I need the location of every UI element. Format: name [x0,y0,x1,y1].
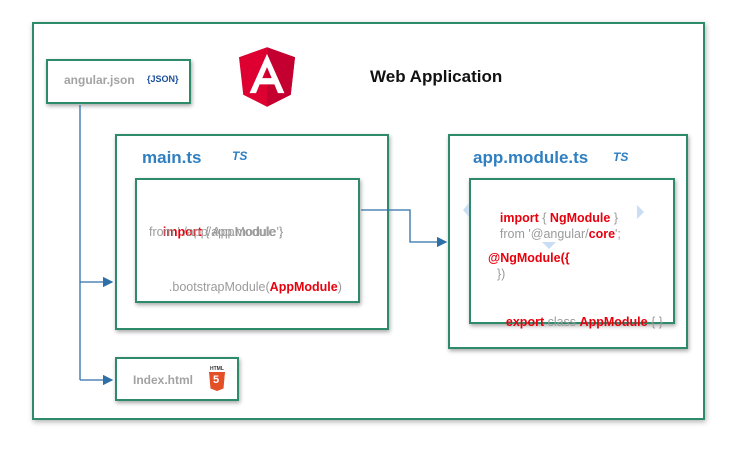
main-ts-from-line: from './app/app.module'; [149,225,283,239]
main-ts-import-line: import { AppModule } [149,208,283,256]
typescript-icon: TS [232,149,248,163]
triangle-right-decoration [637,205,644,219]
typescript-icon: TS [613,150,629,164]
main-ts-code-panel: import { AppModule } from './app/app.mod… [135,178,360,303]
app-module-ts-code-panel: import { NgModule } from '@angular/core'… [469,178,675,329]
export-keyword: export [505,315,545,329]
angular-json-box[interactable]: angular.json {JSON} [46,59,191,104]
app-module-from-line: from '@angular/core'; [486,210,621,258]
import-ngmodule: NgModule [549,211,611,225]
export-class-line: export class AppModule { } [492,298,663,346]
page-title: Web Application [370,67,503,86]
from-end: '; [615,227,621,241]
triangle-left-decoration [463,203,469,217]
import-open: { [538,211,550,225]
html5-icon-caption: HTML [210,366,224,372]
class-body: { } [647,315,663,329]
json-icon: {JSON} [147,74,179,84]
arrow-main-to-app-module [361,209,448,248]
ngmodule-decorator: @NgModule({ [488,251,570,265]
index-html-box[interactable]: Index.html HTML 5 [115,357,239,401]
class-name: AppModule [579,315,648,329]
bootstrap-close: ) [337,280,342,294]
angular-logo-icon [239,47,295,107]
index-html-label: Index.html [133,373,194,387]
bootstrap-call: .bootstrapModule( [168,280,270,294]
app-module-ts-title: app.module.ts [473,148,589,167]
import-close: } [610,211,618,225]
triangle-down-decoration [542,242,556,249]
html5-icon: HTML 5 [209,366,225,392]
main-ts-title: main.ts [142,148,202,167]
import-names: { AppModule } [201,225,284,239]
import-keyword: import [499,211,539,225]
html5-shield-icon [209,372,225,391]
from-path: from '@angular/ [499,227,589,241]
from-core: core [588,227,616,241]
html5-icon-number: 5 [213,374,220,386]
ngmodule-decorator-close: }) [497,267,506,281]
bootstrap-arg: AppModule [269,280,338,294]
import-keyword: import [162,225,202,239]
main-ts-bootstrap-line: .bootstrapModule(AppModule) [155,263,342,311]
app-module-import-line: import { NgModule } [486,194,618,242]
class-keyword: class [544,315,580,329]
angular-json-label: angular.json [64,73,135,87]
